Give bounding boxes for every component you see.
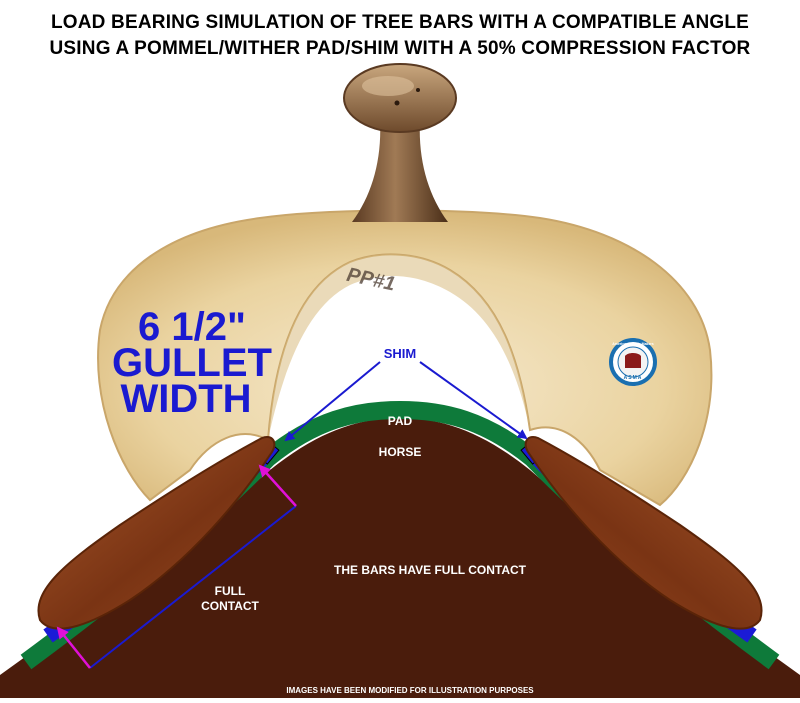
title-line-2: USING A POMMEL/WITHER PAD/SHIM WITH A 50…	[49, 38, 751, 59]
bars-contact-label: THE BARS HAVE FULL CONTACT	[334, 563, 527, 577]
bar-right	[524, 436, 763, 630]
gullet-line-3: WIDTH	[120, 377, 251, 421]
saddle-horn-neck	[352, 120, 448, 222]
saddle-horn-cap	[343, 63, 457, 133]
full-label: FULL	[215, 584, 246, 598]
title-line-1: LOAD BEARING SIMULATION OF TREE BARS WIT…	[50, 12, 750, 33]
shim-label: SHIM	[384, 346, 417, 361]
gullet-line-2: GULLET	[112, 341, 272, 385]
pad-label: PAD	[388, 414, 413, 428]
horse-back	[0, 418, 800, 698]
asma-logo: American Saddle Makers ASMA	[609, 338, 657, 386]
contact-arrow-top	[258, 464, 297, 507]
horn-cap-highlight	[362, 76, 414, 96]
footer-note: IMAGES HAVE BEEN MODIFIED FOR ILLUSTRATI…	[286, 686, 534, 695]
horn-nail	[416, 88, 420, 92]
contact-arrow-bottom	[56, 626, 91, 669]
tree-inner-shade	[268, 254, 530, 440]
contact-label: CONTACT	[201, 599, 259, 613]
saddle-icon	[625, 353, 641, 368]
logo-acronym: ASMA	[624, 375, 643, 381]
contact-guide-line	[89, 505, 297, 669]
shim-arrow-left	[284, 361, 381, 442]
horn-nail	[394, 100, 400, 106]
horse-label: HORSE	[379, 445, 422, 459]
logo-ring-text: American Saddle Makers	[612, 342, 653, 346]
bar-left	[37, 436, 276, 630]
shim-arrow-right	[419, 361, 528, 440]
gullet-line-1: 6 1/2"	[138, 305, 246, 349]
